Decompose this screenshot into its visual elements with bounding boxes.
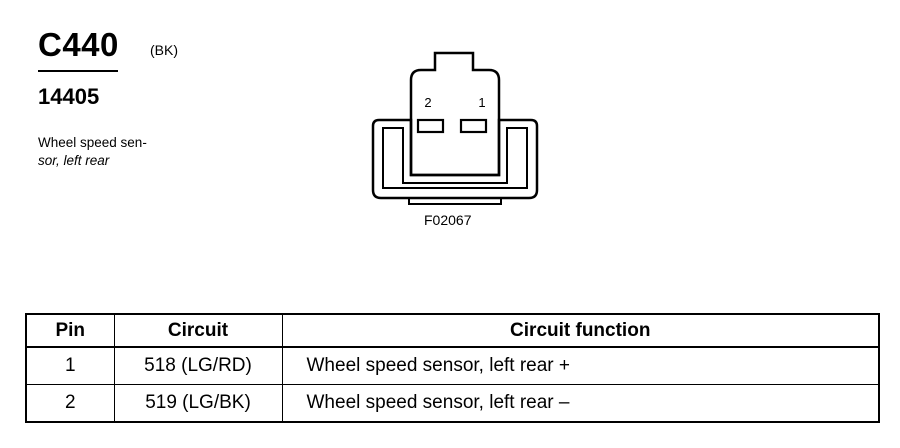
- connector-body: [409, 51, 501, 177]
- table-row: 1 518 (LG/RD) Wheel speed sensor, left r…: [25, 346, 880, 385]
- connector-outer-shroud: [371, 118, 539, 200]
- figure-code: F02067: [424, 212, 472, 228]
- pin-2-label: 2: [424, 95, 431, 110]
- pin-1-label: 1: [478, 95, 485, 110]
- function-cell: Wheel speed sensor, left rear +: [281, 346, 880, 385]
- circuit-cell: 519 (LG/BK): [113, 384, 283, 423]
- function-cell: Wheel speed sensor, left rear –: [281, 384, 880, 423]
- table-header-row: Pin Circuit Circuit function: [25, 313, 880, 348]
- table-row: 2 519 (LG/BK) Wheel speed sensor, left r…: [25, 384, 880, 423]
- pin-1-terminal: [459, 118, 488, 134]
- connector-id: C440: [38, 26, 119, 63]
- connector-bottom-key: [408, 197, 502, 205]
- part-number: 14405: [38, 84, 100, 109]
- description-line-2: sor, left rear: [38, 153, 110, 168]
- title-underline: [38, 70, 118, 72]
- connector-inner-shroud: [382, 127, 528, 189]
- header-pin: Pin: [25, 313, 115, 348]
- pin-cell: 1: [25, 346, 115, 385]
- connector-face-diagram: 2 1: [371, 51, 539, 205]
- circuit-cell: 518 (LG/RD): [113, 346, 283, 385]
- header-circuit: Circuit: [113, 313, 283, 348]
- header-circuit-function: Circuit function: [281, 313, 880, 348]
- description-line-1: Wheel speed sen-: [38, 135, 147, 150]
- connector-color: (BK): [150, 42, 178, 58]
- connector-description: Wheel speed sen- sor, left rear: [38, 134, 188, 170]
- pin-cell: 2: [25, 384, 115, 423]
- pinout-table: Pin Circuit Circuit function 1 518 (LG/R…: [25, 313, 880, 423]
- pin-2-terminal: [416, 118, 445, 134]
